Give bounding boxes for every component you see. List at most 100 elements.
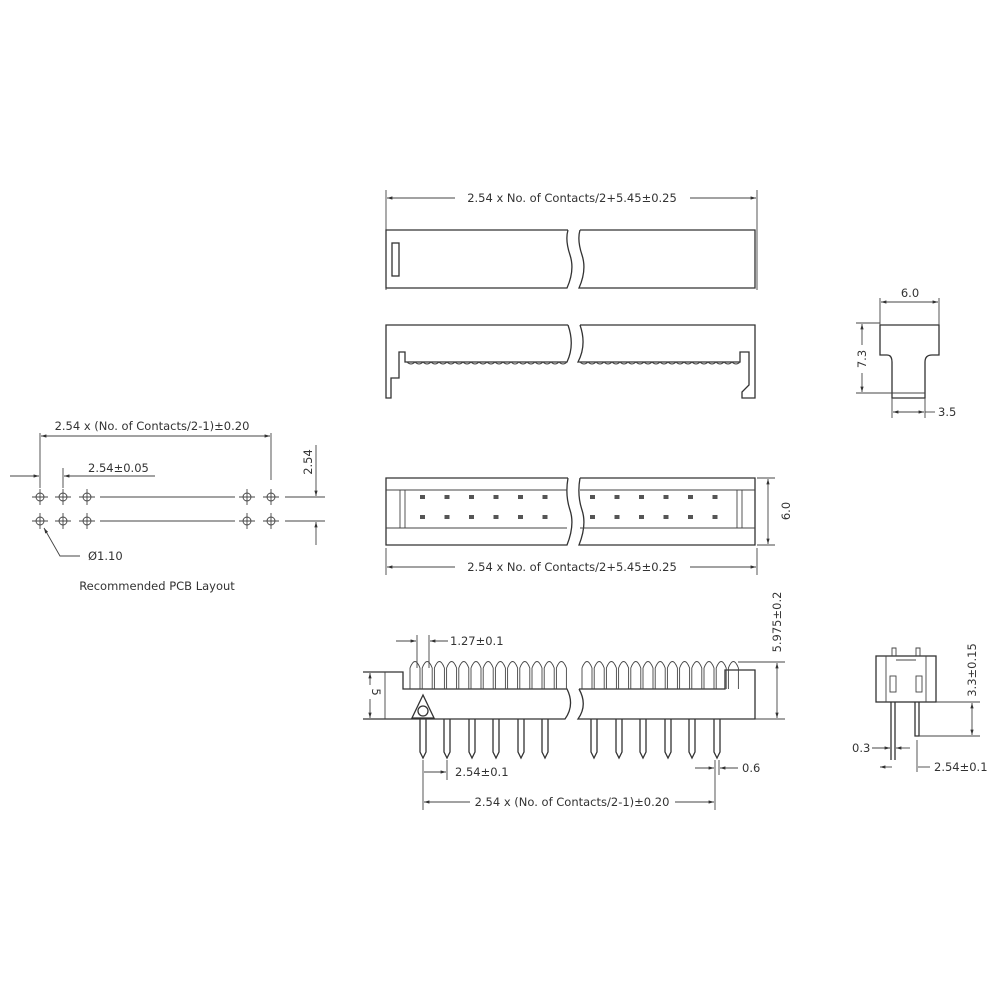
contact-tooth — [482, 661, 494, 689]
pin — [590, 719, 598, 760]
pin1-marker-icon — [410, 693, 436, 719]
pin-span-dim: 2.54 x (No. of Contacts/2-1)±0.20 — [475, 795, 670, 809]
contact-tooth — [679, 661, 691, 689]
pin — [492, 719, 500, 760]
pcb-layout: 2.54 x (No. of Contacts/2-1)±0.20 2.54±0… — [10, 419, 325, 593]
contact-dot — [518, 495, 523, 499]
contact-dot — [420, 515, 425, 519]
hole-crosshair — [239, 489, 255, 505]
hole-crosshair — [79, 489, 95, 505]
contact-tooth — [715, 661, 727, 689]
pin — [468, 719, 476, 760]
pcb-layout-caption: Recommended PCB Layout — [79, 579, 235, 593]
contact-dot — [542, 495, 548, 499]
contact-tooth — [519, 661, 531, 689]
contact-dot — [614, 495, 620, 499]
contact-tooth — [727, 661, 739, 689]
contact-wave — [406, 361, 741, 365]
end-width-dim: 6.0 — [901, 286, 919, 300]
end-view: 6.0 7.3 3.5 — [855, 286, 956, 419]
contact-tooth — [494, 661, 506, 689]
pcb-pitch-dim: 2.54±0.05 — [88, 461, 149, 475]
contact-dot — [614, 515, 620, 519]
front-view: 6.0 2.54 x No. of Contacts/2+5.45±0.25 — [385, 477, 793, 575]
contact-tooth — [642, 661, 654, 689]
pin-thickness-dim: 0.3 — [852, 741, 870, 755]
pin — [419, 719, 427, 760]
hole-crosshair — [263, 489, 279, 505]
contact-tooth — [458, 661, 470, 689]
hole-crosshair — [55, 489, 71, 505]
contact-dot — [469, 495, 474, 499]
contact-dot — [469, 515, 474, 519]
pin-pitch-dim: 2.54±0.1 — [455, 765, 509, 779]
pin — [541, 719, 549, 760]
polarization-slot — [391, 242, 400, 277]
contact-tooth — [543, 661, 555, 689]
contact-dot — [639, 495, 644, 499]
contact-dot — [444, 515, 450, 519]
contact-tooth — [433, 661, 445, 689]
contact-tooth — [691, 661, 703, 689]
contact-tooth — [666, 661, 678, 689]
pin-length-dim: 3.3±0.15 — [965, 643, 979, 697]
contact-tooth — [654, 661, 666, 689]
pin — [713, 719, 721, 760]
contact-tooth — [618, 661, 630, 689]
contact-dot — [518, 515, 523, 519]
contact-tooth — [507, 661, 519, 689]
hole-crosshair — [239, 513, 255, 529]
overall-height-dim: 5.975±0.2 — [770, 592, 784, 653]
hole-crosshair — [79, 513, 95, 529]
end-height-dim: 7.3 — [855, 350, 869, 368]
contact-tooth — [605, 661, 617, 689]
contact-tooth — [470, 661, 482, 689]
pin — [443, 719, 451, 760]
top-view: 2.54 x No. of Contacts/2+5.45±0.25 — [385, 190, 758, 290]
contact-tooth — [630, 661, 642, 689]
contact-tooth — [581, 661, 593, 689]
contact-dot — [493, 515, 499, 519]
pcb-row-pitch-dim: 2.54 — [301, 449, 315, 475]
contact-tooth — [531, 661, 543, 689]
body-height-dim: 5 — [369, 688, 383, 695]
pin — [688, 719, 696, 760]
contact-dot — [712, 495, 718, 499]
pin — [664, 719, 672, 760]
pin1-marker-circle — [417, 705, 429, 717]
hole-crosshair — [32, 513, 48, 529]
contact-dot — [639, 515, 644, 519]
contact-tooth — [446, 661, 458, 689]
contact-dot — [590, 515, 595, 519]
contact-tooth — [703, 661, 715, 689]
contact-dot — [688, 515, 693, 519]
hole-crosshair — [32, 489, 48, 505]
contact-dot — [420, 495, 425, 499]
contact-tooth — [593, 661, 605, 689]
contact-pitch-dim: 1.27±0.1 — [450, 634, 504, 648]
pin — [615, 719, 623, 760]
contact-dot — [493, 495, 499, 499]
pcb-span-dim: 2.54 x (No. of Contacts/2-1)±0.20 — [55, 419, 250, 433]
contact-dot — [542, 515, 548, 519]
hole-crosshair — [263, 513, 279, 529]
contact-dot — [712, 515, 718, 519]
contact-dot — [663, 495, 669, 499]
pin-width-dim: 0.6 — [742, 761, 760, 775]
hole-crosshair — [55, 513, 71, 529]
pin — [639, 719, 647, 760]
front-width-dim: 2.54 x No. of Contacts/2+5.45±0.25 — [467, 560, 677, 574]
pin — [517, 719, 525, 760]
contact-dot — [663, 515, 669, 519]
contact-tooth — [421, 661, 433, 689]
hole-diameter-dim: Ø1.10 — [88, 549, 123, 563]
section-view — [385, 324, 756, 399]
top-width-dim: 2.54 x No. of Contacts/2+5.45±0.25 — [467, 191, 677, 205]
contact-tooth — [555, 661, 567, 689]
contact-dot — [444, 495, 450, 499]
front-height-dim: 6.0 — [779, 502, 793, 520]
side-view: 5 1.27±0.1 5.975±0.2 2.54±0.1 0.6 2.54 x… — [362, 592, 785, 810]
contact-dot — [590, 495, 595, 499]
pin-end-pitch-dim: 2.54±0.1 — [934, 760, 988, 774]
